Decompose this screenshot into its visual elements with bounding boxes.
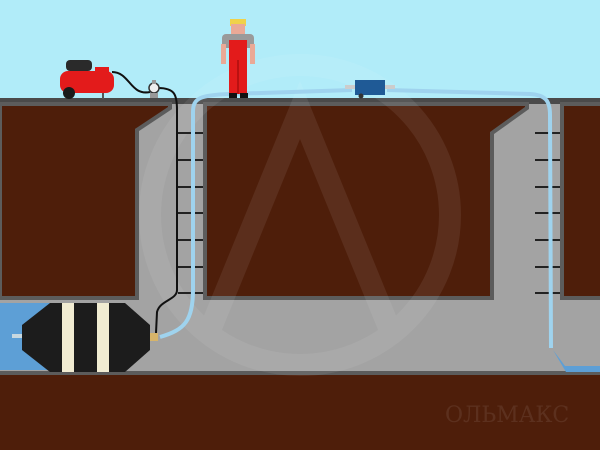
pipe-plug — [12, 303, 158, 372]
water-hose — [159, 88, 553, 349]
soil-right — [560, 102, 600, 300]
pressure-gauge — [148, 80, 160, 98]
worker — [221, 19, 255, 98]
soil-bottom — [0, 374, 600, 450]
pump — [345, 80, 395, 99]
soil-left — [0, 102, 172, 300]
soil-middle — [203, 102, 529, 300]
air-hose — [111, 71, 178, 334]
plug-band — [97, 303, 109, 372]
plug-outlet — [12, 334, 22, 338]
plug-band — [62, 303, 74, 372]
ladder-left — [178, 132, 203, 294]
water-outflow — [553, 350, 600, 372]
ladder-right — [535, 132, 560, 294]
watermark-text: ОЛЬМАКС — [445, 403, 569, 428]
pipe-bottom-edge — [0, 371, 600, 375]
watermark-logo — [139, 54, 461, 376]
air-compressor — [60, 60, 114, 99]
plug-valve — [150, 333, 158, 341]
